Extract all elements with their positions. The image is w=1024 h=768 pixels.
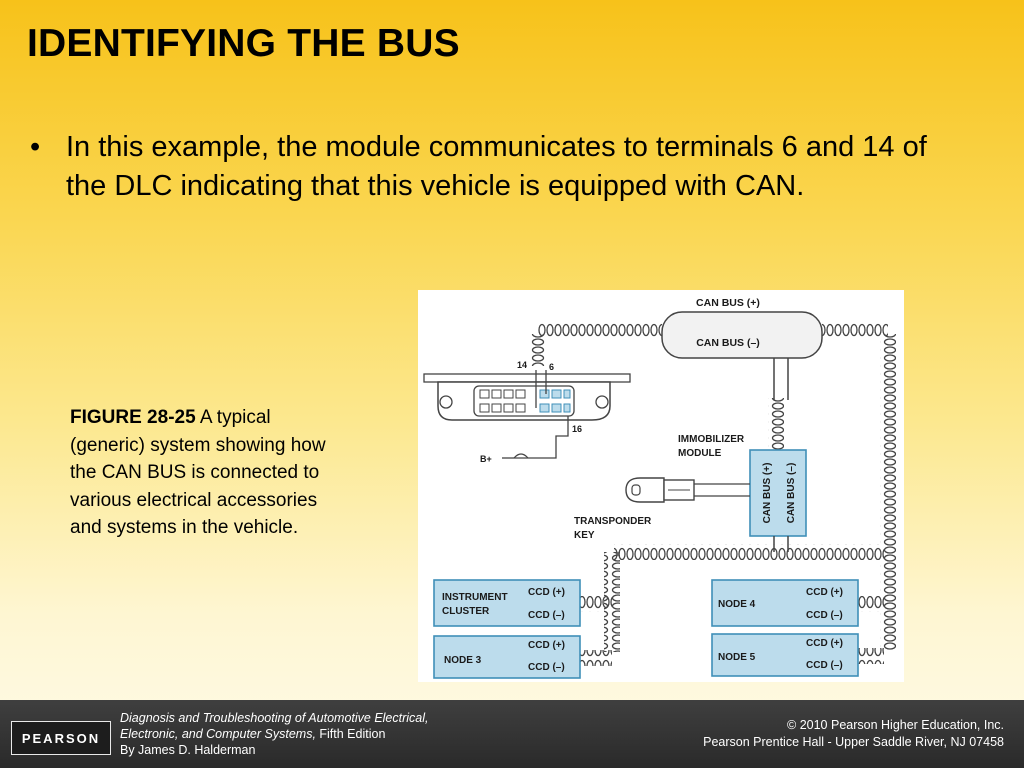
node-5-module xyxy=(711,633,859,677)
instrument-cluster-label-line2: CLUSTER xyxy=(442,606,490,617)
book-title-line1: Diagnosis and Troubleshooting of Automot… xyxy=(120,711,429,725)
bullet-item: • In this example, the module communicat… xyxy=(30,128,950,206)
can-bus-diagram: CAN BUS (+) CAN BUS (–) 14 6 16 B+ IMMO xyxy=(418,290,904,682)
transponder-label-line2: KEY xyxy=(574,530,595,541)
node-4-module xyxy=(711,579,859,627)
book-title-line2: Electronic, and Computer Systems, xyxy=(120,727,316,741)
twisted-pair-left-vertical xyxy=(530,334,546,366)
twisted-pair-immobilizer-drop xyxy=(768,398,784,452)
node-4-ccd-minus: CCD (–) xyxy=(806,610,843,621)
bullet-text: In this example, the module communicates… xyxy=(66,131,927,202)
twisted-pair-node4-stub xyxy=(858,596,884,612)
bullet-glyph: • xyxy=(30,131,41,163)
twisted-pair-node3-stub xyxy=(578,650,612,666)
figure-caption-text: A typical (generic) system showing how t… xyxy=(70,407,326,538)
node-4-ccd-plus: CCD (+) xyxy=(806,587,843,598)
twisted-pair-node5-stub xyxy=(858,648,884,664)
node-5-label: NODE 5 xyxy=(718,652,756,663)
instrument-cluster-label-line1: INSTRUMENT xyxy=(442,592,508,603)
can-bus-minus-label: CAN BUS (–) xyxy=(696,337,760,349)
twisted-pair-right-vertical xyxy=(880,334,896,650)
node-5-ccd-minus: CCD (–) xyxy=(806,660,843,671)
fuse-symbol xyxy=(513,453,529,459)
immobilizer-module xyxy=(749,449,807,537)
node-4-label: NODE 4 xyxy=(718,599,756,610)
slide-title: IDENTIFYING THE BUS xyxy=(27,22,460,65)
immobilizer-title-line1: IMMOBILIZER xyxy=(678,434,745,445)
node-3-ccd-minus: CCD (–) xyxy=(528,662,565,673)
node-3-ccd-plus: CCD (+) xyxy=(528,640,565,651)
dlc-pin-14-label: 14 xyxy=(517,360,527,370)
b-plus-label: B+ xyxy=(480,454,492,464)
key-icon xyxy=(625,477,665,503)
instrument-cluster-ccd-plus: CCD (+) xyxy=(528,587,565,598)
figure-number: FIGURE 28-25 xyxy=(70,407,196,428)
twisted-pair-cluster-stub xyxy=(578,596,612,612)
book-edition: Fifth Edition xyxy=(315,727,386,741)
node-3-label: NODE 3 xyxy=(444,655,482,666)
can-bus-plus-label: CAN BUS (+) xyxy=(696,297,760,309)
can-bus-splice xyxy=(661,311,823,359)
immobilizer-title-line2: MODULE xyxy=(678,448,722,459)
copyright-line2: Pearson Prentice Hall - Upper Saddle Riv… xyxy=(703,735,1004,749)
twisted-pair-top-left xyxy=(538,322,662,338)
book-citation: Diagnosis and Troubleshooting of Automot… xyxy=(120,710,429,758)
twisted-pair-top-right xyxy=(822,322,888,338)
footer-bar: PEARSON Diagnosis and Troubleshooting of… xyxy=(0,700,1024,768)
book-author: By James D. Halderman xyxy=(120,743,256,757)
dlc-pin-16-label: 16 xyxy=(572,424,582,434)
transponder-label-line1: TRANSPONDER xyxy=(574,516,652,527)
dlc-pin-6-label: 6 xyxy=(549,362,554,372)
dlc-bracket xyxy=(423,373,631,383)
instrument-cluster-module xyxy=(433,579,581,627)
immobilizer-can-minus-label: CAN BUS (–) xyxy=(786,463,797,524)
instrument-cluster-ccd-minus: CCD (–) xyxy=(528,610,565,621)
copyright-line1: © 2010 Pearson Higher Education, Inc. xyxy=(787,718,1004,732)
node-5-ccd-plus: CCD (+) xyxy=(806,638,843,649)
figure-caption: FIGURE 28-25 A typical (generic) system … xyxy=(70,404,348,542)
copyright-notice: © 2010 Pearson Higher Education, Inc. Pe… xyxy=(703,717,1004,751)
pearson-logo: PEARSON xyxy=(11,721,111,755)
twisted-pair-middle xyxy=(614,544,884,560)
bullet-list: • In this example, the module communicat… xyxy=(30,128,950,206)
immobilizer-can-plus-label: CAN BUS (+) xyxy=(762,463,773,524)
node-3-module xyxy=(433,635,581,679)
